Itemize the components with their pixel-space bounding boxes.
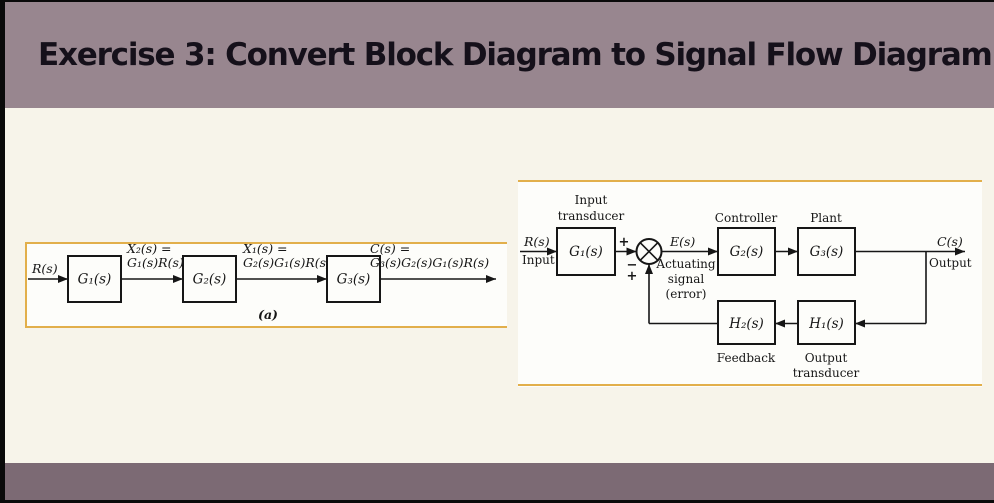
- block-g2: [182, 255, 237, 303]
- frame-left-strip: [0, 0, 5, 503]
- sum-plus-sign: +: [619, 235, 630, 250]
- block-g1: [67, 255, 122, 303]
- actuating-label-line2: signal: [668, 272, 705, 286]
- summing-junction: [635, 238, 663, 265]
- plant-label: Plant: [810, 211, 842, 225]
- error-signal-label: E(s): [669, 234, 695, 249]
- feedback-diagram-panel: Input transducer R(s) Input G₁(s) + − + …: [518, 180, 982, 387]
- block-g3-label: G₃(s): [337, 272, 371, 288]
- input-signal-label: R(s): [31, 261, 58, 276]
- output-transducer-label-line1: Output: [805, 351, 848, 365]
- input-signal-label: R(s): [523, 234, 550, 249]
- input-transducer-label-line1: Input: [575, 193, 608, 207]
- footer-bar: [0, 463, 994, 500]
- block-g1-label: G₁(s): [569, 244, 603, 260]
- output-signal-line2: G₃(s)G₂(s)G₁(s)R(s): [370, 255, 489, 270]
- block-h1: [797, 300, 856, 345]
- frame-bottom-strip: [0, 500, 994, 503]
- actuating-label-line3: (error): [666, 287, 707, 301]
- sum-plus2-sign: +: [627, 269, 638, 284]
- frame-top-strip: [0, 0, 994, 2]
- panel-b-background: [518, 180, 982, 387]
- actuating-label-line1: Actuating: [655, 257, 715, 271]
- feedback-label: Feedback: [717, 351, 776, 365]
- cascade-diagram: R(s) G₁(s) X₂(s) = G₁(s)R(s) G₂(s) X₁(s)…: [25, 242, 507, 328]
- signal-x2-line1: X₂(s) =: [126, 242, 172, 256]
- output-signal-label: C(s): [937, 234, 963, 249]
- signal-x1-line1: X₁(s) =: [242, 242, 288, 256]
- feedback-diagram: Input transducer R(s) Input G₁(s) + − + …: [518, 180, 982, 387]
- block-h2-label: H₂(s): [728, 316, 764, 332]
- block-g1-label: G₁(s): [78, 272, 112, 288]
- block-g2: [717, 227, 776, 276]
- output-word-label: Output: [929, 256, 972, 270]
- signal-x1-line2: G₂(s)G₁(s)R(s): [243, 255, 331, 270]
- signal-x2-line2: G₁(s)R(s): [127, 255, 184, 270]
- block-h2: [717, 300, 776, 345]
- block-g2-label: G₂(s): [193, 272, 227, 288]
- input-transducer-label-line2: transducer: [558, 209, 625, 223]
- input-word-label: Input: [522, 253, 555, 267]
- title-bar: Exercise 3: Convert Block Diagram to Sig…: [0, 2, 994, 108]
- output-signal-line1: C(s) =: [370, 242, 410, 256]
- summing-junction-cross-2: [639, 242, 659, 261]
- block-g1: [556, 227, 616, 276]
- block-g3-label: G₃(s): [810, 244, 844, 260]
- controller-label: Controller: [715, 211, 778, 225]
- output-transducer-label-line2: transducer: [793, 366, 860, 380]
- cascade-diagram-panel: R(s) G₁(s) X₂(s) = G₁(s)R(s) G₂(s) X₁(s)…: [25, 242, 507, 328]
- block-g2-label: G₂(s): [730, 244, 764, 260]
- block-g3: [797, 227, 856, 276]
- block-h1-label: H₁(s): [808, 316, 844, 332]
- diagram-a-caption: (a): [258, 307, 278, 322]
- sum-minus-sign: −: [627, 258, 638, 273]
- slide-title: Exercise 3: Convert Block Diagram to Sig…: [38, 37, 993, 73]
